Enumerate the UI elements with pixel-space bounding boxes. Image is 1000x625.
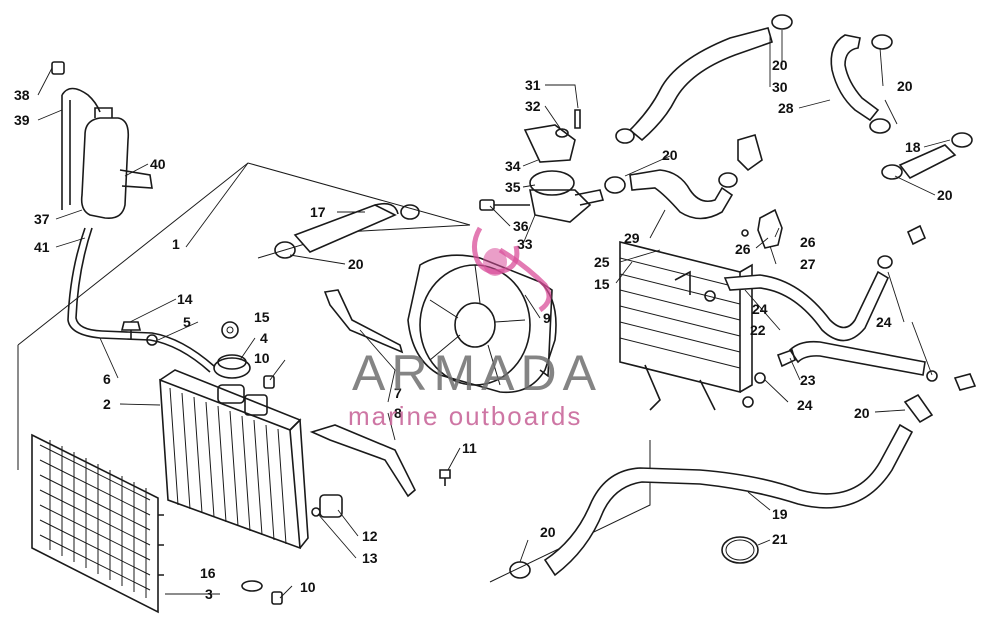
- callout-20-f: 20: [854, 405, 870, 421]
- callout-20-d: 20: [662, 147, 678, 163]
- watermark-tagline: marine outboards: [348, 401, 582, 431]
- grommet-15: [221, 321, 239, 339]
- callout-20-g: 20: [540, 524, 556, 540]
- bolt-14: [120, 321, 142, 340]
- fan-bracket-8: [309, 424, 416, 498]
- callout-15-right: 15: [594, 276, 610, 292]
- callout-4: 4: [260, 330, 268, 346]
- callout-25: 25: [594, 254, 610, 270]
- clip-10-top: [263, 375, 275, 389]
- callout-26-right: 26: [800, 234, 816, 250]
- fan-assembly: [407, 254, 557, 394]
- watermark: ARMADA marine outboards: [348, 226, 602, 431]
- callout-41: 41: [34, 239, 50, 255]
- hose-17: [274, 202, 420, 259]
- watermark-brand: ARMADA: [352, 345, 602, 401]
- hose-30: [615, 14, 793, 144]
- callout-40: 40: [150, 156, 166, 172]
- callout-28: 28: [778, 100, 794, 116]
- bushing-16: [241, 580, 263, 592]
- callout-20-e: 20: [937, 187, 953, 203]
- callout-24-c: 24: [876, 314, 892, 330]
- callout-10-top: 10: [254, 350, 270, 366]
- callout-19: 19: [772, 506, 788, 522]
- tube-22: [723, 255, 893, 342]
- callout-9: 9: [543, 310, 551, 326]
- overflow-hose-6: [67, 227, 215, 373]
- callout-13: 13: [362, 550, 378, 566]
- callout-11: 11: [462, 440, 477, 456]
- callout-labels: 1 2 3 4 5 6 7 8 9 10 10 11 12 13 14 15 1…: [14, 57, 953, 602]
- callout-20-c: 20: [897, 78, 913, 94]
- callout-37: 37: [34, 211, 50, 227]
- callout-30: 30: [772, 79, 788, 95]
- radiator: [159, 369, 309, 550]
- callout-31: 31: [525, 77, 541, 93]
- callout-14: 14: [177, 291, 193, 307]
- callout-33: 33: [517, 236, 533, 252]
- hose-18: [881, 132, 973, 180]
- callout-18: 18: [905, 139, 921, 155]
- callout-24-a: 24: [752, 301, 768, 317]
- tube-23: [776, 340, 926, 376]
- callout-21: 21: [772, 531, 788, 547]
- callout-29: 29: [624, 230, 640, 246]
- fittings-24: [704, 224, 977, 408]
- mount-12-13: [311, 494, 343, 518]
- callout-1: 1: [172, 236, 180, 252]
- callout-34: 34: [505, 158, 521, 174]
- overflow-bottle: [51, 61, 153, 220]
- callout-22: 22: [750, 322, 766, 338]
- callout-38: 38: [14, 87, 30, 103]
- callout-39: 39: [14, 112, 30, 128]
- bracket-26-27: [741, 208, 783, 249]
- callout-26-left: 26: [735, 241, 751, 257]
- armada-logo-icon: [472, 226, 552, 313]
- callout-12: 12: [362, 528, 378, 544]
- radiator-screen: [31, 433, 164, 614]
- callout-17: 17: [310, 204, 326, 220]
- callout-8: 8: [394, 405, 402, 421]
- callout-24-b: 24: [797, 397, 813, 413]
- callout-27: 27: [800, 256, 816, 272]
- callout-20-a: 20: [348, 256, 364, 272]
- radiator-cap: [213, 354, 251, 404]
- callout-35: 35: [505, 179, 521, 195]
- bolt-11: [439, 469, 451, 486]
- leader-lines: [37, 30, 951, 599]
- callout-32: 32: [525, 98, 541, 114]
- clip-10-bottom: [271, 591, 283, 605]
- callout-5: 5: [183, 314, 191, 330]
- callout-23: 23: [800, 372, 816, 388]
- clamp-21: [721, 536, 759, 564]
- callout-7: 7: [394, 385, 402, 401]
- fan-bracket-7: [323, 289, 404, 354]
- callout-2: 2: [103, 396, 111, 412]
- callout-10-bottom: 10: [300, 579, 316, 595]
- callout-15-left: 15: [254, 309, 270, 325]
- callout-20-b: 20: [772, 57, 788, 73]
- callout-3: 3: [205, 586, 213, 602]
- callout-36: 36: [513, 218, 529, 234]
- hose-29: [604, 134, 763, 220]
- callout-16: 16: [200, 565, 216, 581]
- hose-28: [830, 34, 893, 134]
- callout-6: 6: [103, 371, 111, 387]
- thermostat-housing: [479, 109, 605, 223]
- oil-cooler: [619, 240, 753, 411]
